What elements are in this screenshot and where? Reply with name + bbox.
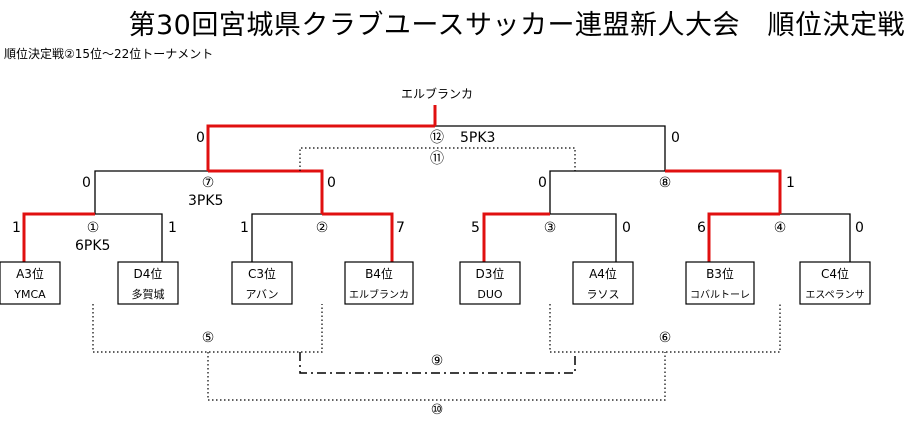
round2-lines [94,170,665,214]
team-name: YMCA [13,288,46,301]
match-number-11: ⑪ [430,151,444,167]
champion-label: エルブランカ [401,86,473,101]
team-slot-2: D4位 多賀城 [117,261,179,305]
team-seed: B3位 [706,266,734,281]
score: 0 [622,220,631,236]
match-number-9: ⑨ [431,353,444,369]
team-name: アバン [245,288,278,301]
team-name: ラソス [587,288,620,301]
team-slot-1: A3位 YMCA [0,261,61,305]
team-name: 多賀城 [132,287,165,301]
match-number-7: ⑦ [202,175,215,191]
pk-result: 5PK3 [460,130,495,146]
round1-lines [95,213,851,262]
team-slot-7: B3位 コバルトーレ [685,261,755,305]
pk-result: 3PK5 [188,193,223,209]
team-slot-8: C4位 エスペランサ [799,261,871,305]
match-number-10: ⑩ [431,402,444,418]
page-subtitle: 順位決定戦②15位～22位トーナメント [4,47,214,61]
score: 1 [240,220,249,236]
pk-result: 6PK5 [75,238,110,254]
team-seed: C4位 [821,266,849,281]
team-slot-4: B4位 エルブランカ [344,261,414,305]
score: 0 [327,175,336,191]
score: 0 [671,130,680,146]
team-name: DUO [477,288,503,301]
team-slot-6: A4位 ラソス [572,261,634,305]
match-number-3: ③ [544,220,557,236]
team-name: コバルトーレ [690,289,750,301]
score: 0 [538,175,547,191]
placement-lines [92,147,781,401]
score: 0 [855,220,864,236]
team-slot-5: D3位 DUO [459,261,521,305]
score: 0 [82,175,91,191]
team-name: エスペランサ [805,289,864,301]
final-line [435,125,666,171]
score: 1 [786,175,795,191]
team-seed: A3位 [16,266,44,281]
team-seed: A4位 [589,266,617,281]
team-seed: B4位 [365,266,393,281]
match-number-8: ⑧ [659,175,672,191]
scores: 1 1 1 7 5 0 6 0 0 0 0 1 0 0 [12,130,864,236]
team-seed: D4位 [134,266,163,281]
winner-paths [22,105,782,262]
match-number-6: ⑥ [659,330,672,346]
match-number-2: ② [316,220,329,236]
score: 6 [697,220,706,236]
score: 1 [12,220,21,236]
score: 5 [471,220,480,236]
page-title: 第30回宮城県クラブユースサッカー連盟新人大会 順位決定戦 [128,10,905,41]
match-number-4: ④ [774,220,787,236]
pk-results: 6PK5 3PK5 5PK3 [75,130,495,254]
team-name: エルブランカ [349,288,409,301]
score: 0 [196,130,205,146]
match-number-12: ⑫ [430,130,444,146]
match-numbers: ① ② ③ ④ ⑤ ⑥ ⑦ ⑧ ⑨ ⑩ ⑪ ⑫ [87,130,787,418]
score: 7 [396,220,405,236]
team-slot-3: C3位 アバン [231,261,293,305]
team-seed: C3位 [248,266,276,281]
score: 1 [168,220,177,236]
team-seed: D3位 [476,266,505,281]
match-number-5: ⑤ [202,330,215,346]
match-number-1: ① [87,220,100,236]
